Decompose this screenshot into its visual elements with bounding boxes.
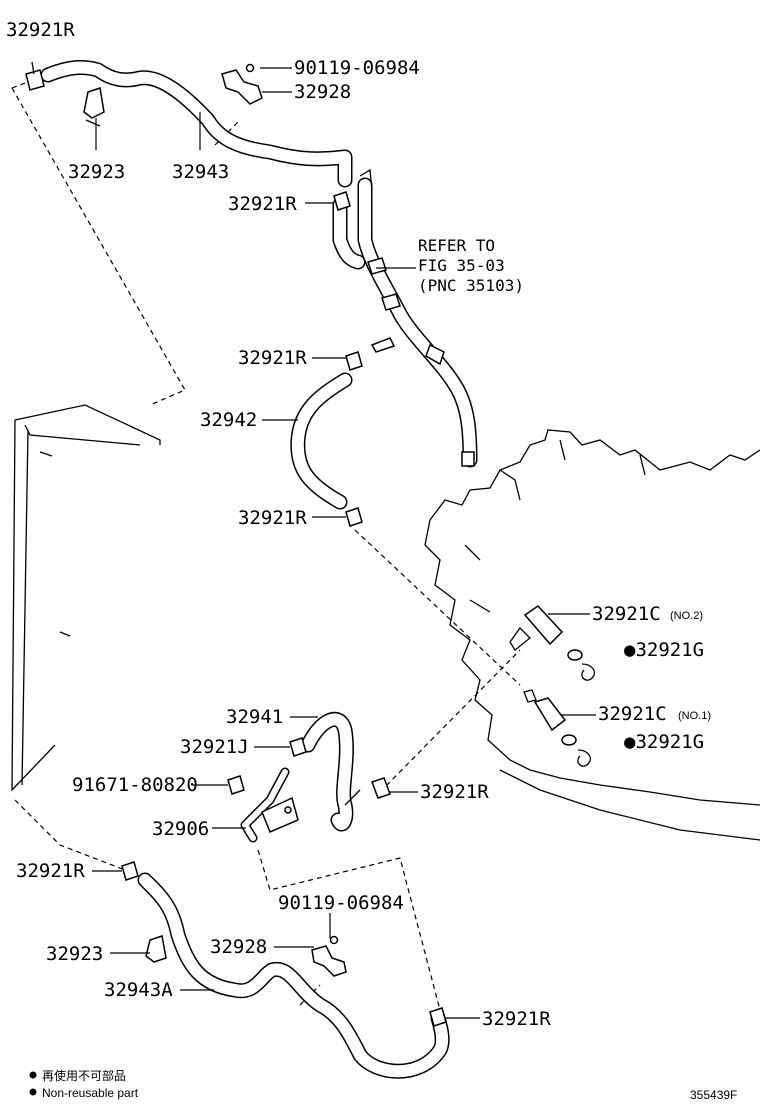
- callout-32923-bottom: 32923: [46, 943, 103, 965]
- callout-32942: 32942: [200, 409, 257, 431]
- bolt-91671-80820: [227, 775, 245, 795]
- callout-91671-80820: 91671-80820: [72, 774, 198, 796]
- legend-bullet-2: [29, 1088, 37, 1096]
- callout-32921c-no2-note: (NO.2): [670, 610, 703, 622]
- callout-32943: 32943: [172, 161, 229, 183]
- hose-32943a: [137, 872, 450, 1079]
- clamp-32921r-bottom-left: [121, 861, 139, 881]
- legend: 再使用不可部品 Non-reusable part: [29, 1068, 139, 1100]
- clamp-32921r-bottom-right: [429, 1007, 447, 1027]
- refer-to-line3: (PNC 35103): [418, 276, 524, 295]
- dashed-reference-lines: [11, 81, 521, 1011]
- hose-32943: [40, 59, 353, 188]
- leader-lines: [92, 67, 596, 1019]
- callout-32921c-no1-note: (NO.1): [678, 710, 711, 722]
- callout-32921g-upper: ●32921G: [624, 639, 704, 661]
- callout-32921r-lower-right: 32921R: [420, 781, 489, 803]
- bracket-32928-bottom: [311, 935, 347, 977]
- callout-32921r-mid-1: 32921R: [238, 347, 307, 369]
- clamp-32921r-upper: [333, 191, 351, 211]
- clamp-32921r-lower-right: [371, 777, 391, 799]
- clamp-32921r-top-left: [25, 61, 45, 91]
- clamp-32921j: [289, 737, 307, 757]
- figure-id: 355439F: [690, 1088, 737, 1102]
- callout-90119-06984-top: 90119-06984: [294, 57, 420, 79]
- radiator-outline: [11, 404, 161, 792]
- hose-32941: [300, 711, 361, 832]
- refer-to-line1: REFER TO: [418, 236, 495, 255]
- refer-to-line2: FIG 35-03: [418, 256, 505, 275]
- callout-32941: 32941: [226, 706, 283, 728]
- clamp-32923-top: [83, 87, 105, 127]
- pipe-32906: [240, 767, 299, 843]
- callout-90119-06984-bottom: 90119-06984: [278, 892, 404, 914]
- hose-bundle-refer: [332, 168, 478, 468]
- callout-32921c-no1: 32921C: [598, 703, 667, 725]
- clamp-32921r-mid-1: [345, 351, 363, 371]
- callout-32921g-lower: ●32921G: [624, 731, 704, 753]
- legend-bullet-1: [29, 1071, 37, 1079]
- callout-32921r-bottom-right: 32921R: [482, 1008, 551, 1030]
- legend-japanese: 再使用不可部品: [42, 1068, 126, 1083]
- callout-32921c-no2: 32921C: [592, 603, 661, 625]
- clamp-32923-bottom: [145, 935, 167, 963]
- plug-32921c-no1: [523, 689, 592, 767]
- clamp-32921r-mid-2: [345, 507, 363, 527]
- hose-32942: [290, 372, 353, 510]
- callout-32923-top: 32923: [68, 161, 125, 183]
- plug-32921c-no2: [509, 605, 596, 681]
- callout-32921r-top-left: 32921R: [6, 19, 75, 41]
- legend-english: Non-reusable part: [42, 1086, 139, 1100]
- callout-32921j: 32921J: [180, 736, 249, 758]
- callout-32928-bottom: 32928: [210, 936, 267, 958]
- callout-32921r-bottom-left: 32921R: [16, 860, 85, 882]
- callout-32921r-upper: 32921R: [228, 193, 297, 215]
- callout-32928-top: 32928: [294, 81, 351, 103]
- bracket-32928-top: [221, 63, 263, 105]
- callout-32906: 32906: [152, 818, 209, 840]
- transmission-outline: [424, 429, 760, 841]
- callout-32921r-mid-2: 32921R: [238, 507, 307, 529]
- callout-32943a: 32943A: [104, 979, 173, 1001]
